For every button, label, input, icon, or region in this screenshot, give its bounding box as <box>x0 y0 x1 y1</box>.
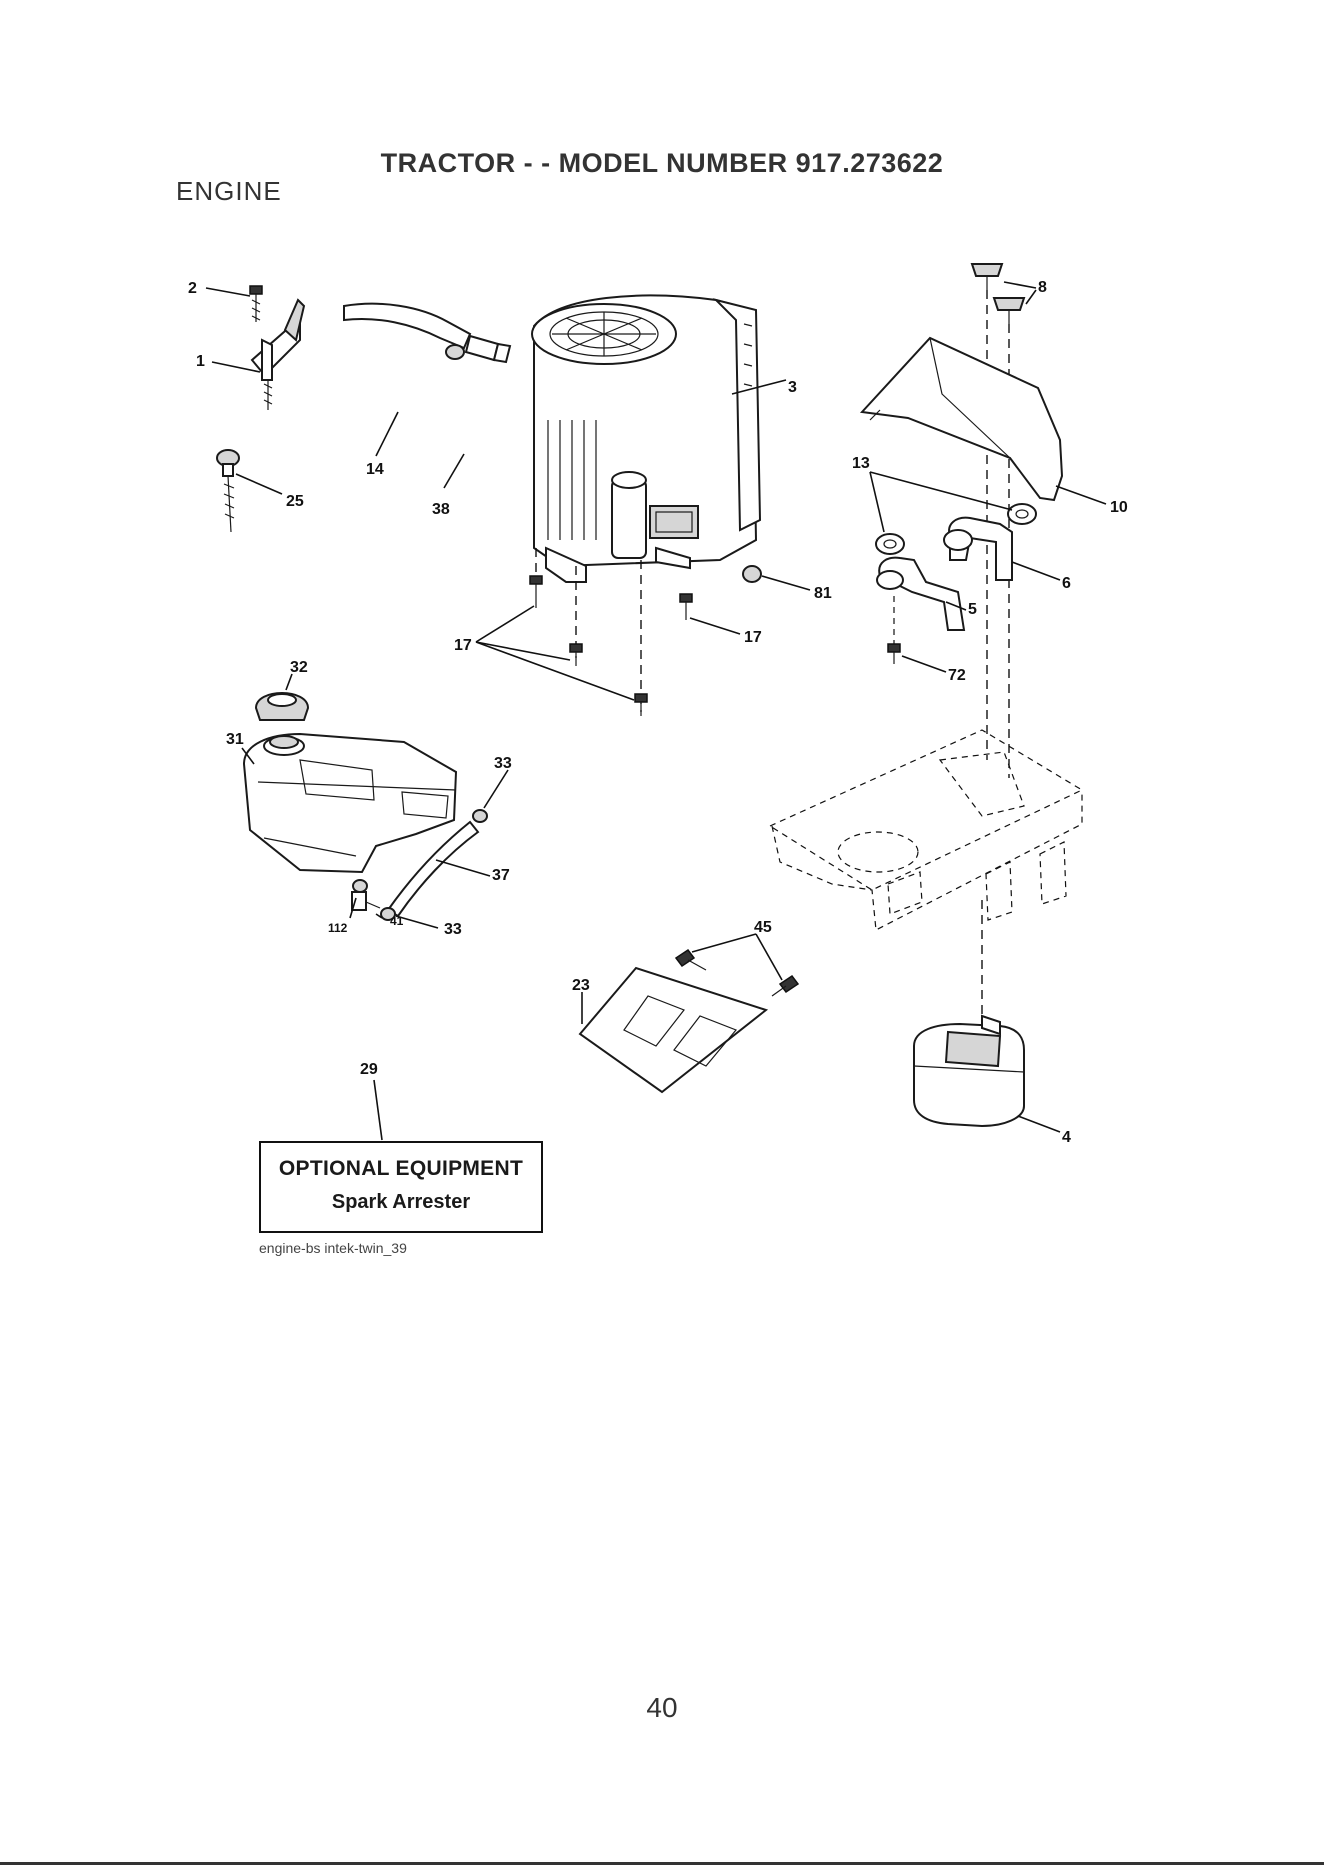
frame-outline <box>770 730 1082 930</box>
bottom-rule <box>0 1862 1324 1865</box>
callout-8: 8 <box>1038 279 1047 296</box>
part-exhaust-pipe-right <box>944 518 1012 580</box>
callout-5: 5 <box>968 601 977 618</box>
callout-72: 72 <box>948 667 966 684</box>
callout-23: 23 <box>572 977 590 994</box>
callout-37: 37 <box>492 867 510 884</box>
callout-112: 112 <box>328 921 348 935</box>
page-number: 40 <box>0 1692 1324 1724</box>
part-fuel-cap <box>256 693 308 720</box>
callout-25: 25 <box>286 493 304 510</box>
drawing-reference: engine-bs intek-twin_39 <box>259 1240 407 1256</box>
part-heat-shield-plate <box>580 968 766 1092</box>
part-engine <box>532 296 760 712</box>
optional-equipment-box: OPTIONAL EQUIPMENT Spark Arrester <box>259 1141 543 1233</box>
callout-14: 14 <box>366 461 384 478</box>
callout-17-left: 17 <box>454 637 472 654</box>
part-exhaust-pipe-left <box>877 558 964 630</box>
callout-38: 38 <box>432 501 450 518</box>
callout-1: 1 <box>196 353 205 370</box>
callout-17-right: 17 <box>744 629 762 646</box>
callout-33-lower: 33 <box>444 921 462 938</box>
callout-2: 2 <box>188 280 197 297</box>
part-heat-shield <box>862 338 1062 500</box>
part-muffler <box>914 1016 1024 1126</box>
part-shutoff-valve <box>352 880 380 910</box>
callout-3: 3 <box>788 379 797 396</box>
callout-45: 45 <box>754 919 772 936</box>
callout-4: 4 <box>1062 1129 1071 1146</box>
callout-31: 31 <box>226 731 244 748</box>
callout-10: 10 <box>1110 499 1128 516</box>
part-fuel-tank <box>244 734 456 872</box>
part-dipstick <box>217 450 239 532</box>
part-bracket-screw <box>250 286 262 322</box>
callout-33-upper: 33 <box>494 755 512 772</box>
optional-equipment-item: Spark Arrester <box>261 1191 541 1214</box>
callout-41: 41 <box>390 914 404 928</box>
callout-29: 29 <box>360 1061 378 1078</box>
part-fuel-line <box>344 304 470 348</box>
callout-81: 81 <box>814 585 832 602</box>
part-engine-bolts <box>530 576 692 716</box>
part-throttle-bracket <box>252 300 304 410</box>
callout-6: 6 <box>1062 575 1071 592</box>
callout-13: 13 <box>852 455 870 472</box>
callout-32: 32 <box>290 659 308 676</box>
optional-equipment-heading: OPTIONAL EQUIPMENT <box>261 1157 541 1181</box>
part-oil-drain-plug <box>743 566 761 582</box>
part-hose-clamp-upper <box>473 810 487 822</box>
part-exhaust-bolt <box>888 596 900 664</box>
